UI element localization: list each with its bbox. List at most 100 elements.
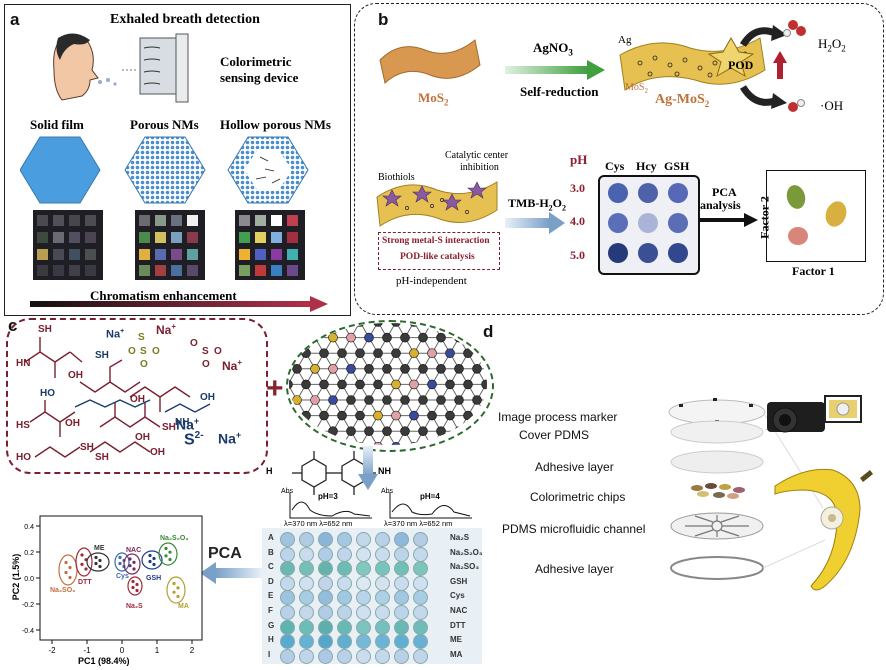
pca-point	[94, 555, 98, 560]
tmb-h-text: H	[266, 466, 273, 476]
well	[280, 648, 295, 664]
x-tick-label: 0	[120, 646, 125, 655]
pca-point	[68, 565, 72, 570]
na-text-1: Na	[106, 328, 121, 341]
well-row-letter: C	[268, 562, 274, 572]
na-label-3: Na+	[222, 358, 242, 373]
well	[318, 619, 333, 635]
pca-point	[80, 562, 84, 566]
well	[394, 605, 409, 620]
well	[375, 561, 390, 577]
ph-dot	[638, 183, 658, 203]
strong-label: Strong metal-S interaction	[382, 236, 490, 246]
nanosheet-ellipse	[286, 320, 494, 452]
y-tick-label: 0.4	[24, 524, 34, 531]
wavelength-label-2: λ=370 nm λ=652 nm	[384, 519, 453, 528]
pca-point	[118, 555, 122, 560]
reduction-arrow	[505, 60, 605, 80]
well-row-letter: B	[268, 547, 274, 557]
well	[413, 648, 428, 664]
chem-nh-1: NH	[175, 417, 190, 428]
na-text-3: Na	[222, 359, 238, 373]
agno3-sub: 3	[568, 47, 573, 58]
pod-cycle-arrows	[739, 20, 806, 112]
pca-point	[128, 557, 132, 561]
well	[299, 648, 314, 664]
well	[299, 590, 314, 606]
well	[375, 590, 390, 606]
pca-point	[176, 586, 180, 590]
chem-hs-1: HS	[16, 420, 30, 431]
pod-label: POD	[728, 58, 754, 72]
well	[394, 590, 409, 606]
pca-point	[148, 553, 152, 558]
well	[375, 634, 390, 650]
pca-group-label: NAC	[126, 547, 141, 554]
chem-oh-1: OH	[68, 370, 83, 381]
chem-sh-2: SH	[95, 350, 109, 361]
ph-value-3: 5.0	[570, 248, 585, 262]
well	[356, 575, 371, 591]
well-row-letter: A	[268, 533, 274, 542]
pca-group-label: ME	[94, 545, 105, 552]
panel-b	[354, 3, 884, 315]
mos2-label: MoS2	[418, 90, 449, 108]
chem-ho-1: HO	[40, 388, 55, 399]
well	[299, 634, 314, 650]
pca-cluster-ellipse	[166, 576, 186, 604]
chem-sh-5: SH	[95, 452, 109, 463]
well	[318, 590, 333, 606]
well-row-letter: E	[268, 591, 274, 601]
pca-cluster-ellipse	[158, 542, 178, 566]
face-device-illustration	[53, 33, 189, 103]
pca-point	[168, 550, 172, 554]
structure-label-porous: Porous NMs	[130, 117, 199, 132]
well-row-label: DTT	[450, 620, 466, 630]
well	[413, 532, 428, 547]
na-plus-left: Na+	[176, 416, 199, 433]
well	[280, 590, 295, 606]
ph-dot	[668, 213, 688, 233]
well	[413, 590, 428, 606]
pca-point	[132, 560, 136, 564]
pca-point	[94, 561, 98, 566]
well	[413, 605, 428, 620]
panel-a-letter: a	[10, 10, 20, 29]
self-reduction-label: Self-reduction	[520, 84, 599, 99]
well-row-label: Na₂SO₃	[450, 562, 480, 572]
y-tick-label: 0.2	[24, 550, 34, 557]
na-label-1: Na+	[106, 328, 124, 341]
well	[356, 634, 371, 650]
ph-dot	[668, 243, 688, 263]
well	[375, 648, 390, 664]
pca-point	[164, 554, 168, 558]
chem-oh-6: OH	[150, 447, 165, 458]
well	[375, 605, 390, 620]
ag-mos2-sub: 2	[704, 98, 710, 109]
x-tick-label: 2	[190, 646, 195, 655]
hexagon-structures	[20, 136, 309, 204]
well	[356, 561, 371, 577]
layer-label-chips: Colorimetric chips	[530, 490, 626, 504]
pca-label-2: analysis	[700, 198, 741, 212]
agno3-label: AgNO3	[533, 40, 573, 58]
pca-point	[164, 546, 168, 551]
well	[280, 605, 295, 620]
chem-ho-2: HO	[16, 452, 31, 463]
pca-left-arrow	[200, 562, 262, 584]
well	[394, 575, 409, 591]
down-arrow	[358, 446, 378, 490]
svg-text:O: O	[202, 359, 210, 370]
ph-dot-container	[598, 175, 696, 271]
y-tick-label: -0.2	[22, 602, 34, 609]
pca-point	[152, 556, 156, 561]
pca-point	[135, 588, 139, 593]
pca-point	[68, 575, 72, 580]
cluster-yellow	[825, 201, 847, 227]
ag-mos2-text: Ag-MoS	[655, 92, 705, 107]
well-row-label: NAC	[450, 606, 468, 615]
mos2-small-text: MoS	[625, 82, 645, 93]
interaction-box	[378, 232, 500, 270]
molecule-structures	[24, 337, 211, 458]
factor1-label: Factor 1	[792, 264, 835, 278]
